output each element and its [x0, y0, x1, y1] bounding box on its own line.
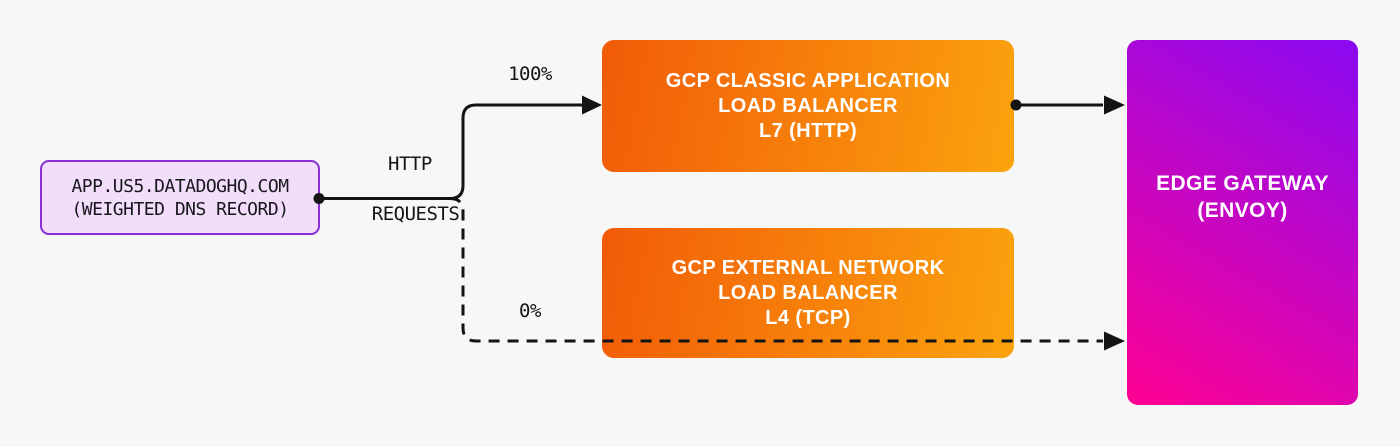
network-lb-label-line3: L4 (TCP): [765, 306, 851, 329]
dns-record-label-line1: APP.US5.DATADOGHQ.COM: [71, 175, 289, 197]
dns-record-label-line2: (WEIGHTED DNS RECORD): [71, 198, 289, 220]
edge-label-weight-100: 100%: [508, 63, 552, 85]
classic-lb-label-line1: GCP CLASSIC APPLICATION: [665, 69, 951, 92]
solid-arrowhead-classic-lb: [582, 95, 602, 115]
node-gcp-classic-application-lb: GCP CLASSIC APPLICATION LOAD BALANCER L7…: [602, 40, 1014, 172]
solid-arrowhead-edge-gateway: [1104, 95, 1125, 115]
edge-label-weight-0: 0%: [519, 300, 541, 322]
classic-lb-label-line3: L7 (HTTP): [758, 119, 858, 142]
node-dns-record: APP.US5.DATADOGHQ.COM (WEIGHTED DNS RECO…: [40, 160, 320, 235]
http-requests-line2: REQUESTS: [371, 203, 460, 225]
network-lb-label-line1: GCP EXTERNAL NETWORK: [671, 256, 945, 279]
network-lb-label-line2: LOAD BALANCER: [718, 281, 898, 304]
edge-label-http-requests: HTTP REQUESTS: [328, 127, 460, 252]
edge-gateway-label-line1: EDGE GATEWAY: [1156, 171, 1329, 195]
node-edge-gateway: EDGE GATEWAY (ENVOY): [1127, 40, 1358, 405]
http-requests-line1: HTTP: [388, 153, 432, 175]
edge-gateway-label-line2: (ENVOY): [1197, 198, 1288, 222]
dashed-arrowhead-edge-gateway: [1104, 331, 1125, 351]
edge-gateway-label-block: EDGE GATEWAY (ENVOY): [1156, 170, 1329, 224]
node-gcp-external-network-lb: GCP EXTERNAL NETWORK LOAD BALANCER L4 (T…: [602, 228, 1014, 358]
classic-lb-label-line2: LOAD BALANCER: [718, 94, 898, 117]
